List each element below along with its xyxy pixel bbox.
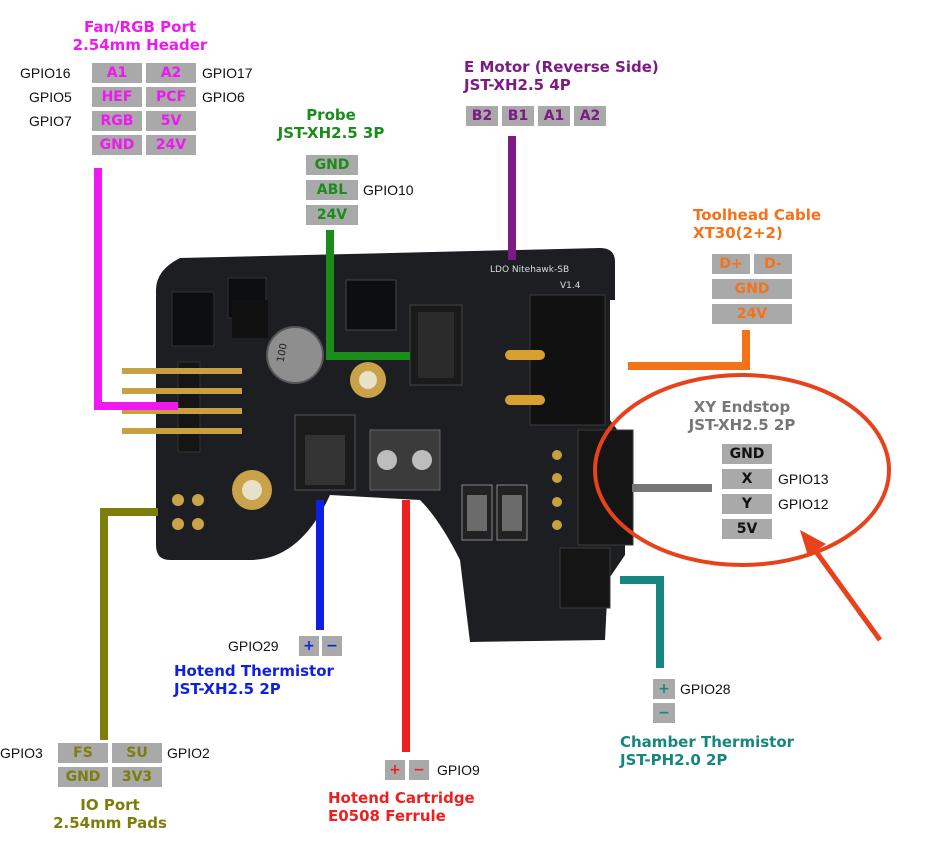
io-pin-gnd: GND <box>58 767 108 787</box>
emotor-title-line2: JST-XH2.5 4P <box>464 76 571 94</box>
cartridge-title: Hotend Cartridge E0508 Ferrule <box>328 789 475 825</box>
endstop-title-line1: XY Endstop <box>693 398 791 416</box>
endstop-highlight-ellipse <box>593 373 891 567</box>
io-gpio-right: GPIO2 <box>167 745 210 761</box>
io-pin-fs: FS <box>58 743 108 763</box>
emotor-title-line1: E Motor (Reverse Side) <box>464 58 659 76</box>
probe-title-line2: JST-XH2.5 3P <box>277 124 385 142</box>
toolhead-title-line1: Toolhead Cable <box>693 206 822 224</box>
toolhead-pin-dminus: D- <box>754 254 792 274</box>
fan-pin-rgb: RGB <box>92 111 142 131</box>
board-name-silk: LDO Nitehawk-SB <box>490 265 569 275</box>
toolhead-title: Toolhead Cable XT30(2+2) <box>693 206 821 242</box>
endstop-title-line2: JST-XH2.5 2P <box>688 416 796 434</box>
endstop-pin-y: Y <box>722 494 772 514</box>
cartridge-gpio: GPIO9 <box>437 762 480 778</box>
fan-pin-pcf: PCF <box>146 87 196 107</box>
board-version-silk: V1.4 <box>560 281 581 291</box>
fan-wire <box>94 168 178 410</box>
io-port-title: IO Port 2.54mm Pads <box>10 796 210 832</box>
io-port-title-line2: 2.54mm Pads <box>53 814 167 832</box>
chamber-pin-minus: − <box>653 703 675 723</box>
chamber-title-line2: JST-PH2.0 2P <box>620 751 728 769</box>
emotor-pin-b1: B1 <box>502 106 534 126</box>
endstop-title: XY Endstop JST-XH2.5 2P <box>652 398 832 434</box>
hotend-therm-pin-minus: − <box>322 636 342 656</box>
fan-pin-hef: HEF <box>92 87 142 107</box>
endstop-pin-5v: 5V <box>722 519 772 539</box>
fan-gpio-rgb: GPIO7 <box>29 113 72 129</box>
chip-u2 <box>171 291 215 347</box>
mcu-chip <box>345 279 397 331</box>
probe-pin-24v: 24V <box>306 205 358 225</box>
io-wire <box>100 508 158 740</box>
io-pads <box>172 494 204 530</box>
emotor-pin-b2: B2 <box>466 106 498 126</box>
io-pin-3v3: 3V3 <box>112 767 162 787</box>
fan-pin-24v: 24V <box>146 135 196 155</box>
endstop-gpio-x: GPIO13 <box>778 471 829 487</box>
fan-gpio-a2: GPIO17 <box>202 65 253 81</box>
toolhead-pin-gnd: GND <box>712 279 792 299</box>
xt30-connector <box>529 294 606 426</box>
probe-title-line1: Probe <box>306 106 356 124</box>
fan-pin-a2: A2 <box>146 63 196 83</box>
fan-port-title-line1: Fan/RGB Port <box>83 18 197 36</box>
fan-header <box>177 361 201 453</box>
toolhead-title-line2: XT30(2+2) <box>693 224 783 242</box>
endstop-pin-gnd: GND <box>722 444 772 464</box>
hotend-therm-title-line2: JST-XH2.5 2P <box>174 680 281 698</box>
chamber-pin-plus: + <box>653 679 675 699</box>
annotation-arrow-head <box>800 530 826 556</box>
chamber-title-line1: Chamber Thermistor <box>620 733 795 751</box>
emotor-pin-a2: A2 <box>574 106 606 126</box>
fan-pin-gnd: GND <box>92 135 142 155</box>
io-pin-su: SU <box>112 743 162 763</box>
probe-gpio: GPIO10 <box>363 182 414 198</box>
fan-gpio-hef: GPIO5 <box>29 89 72 105</box>
toolhead-pin-dplus: D+ <box>712 254 750 274</box>
toolhead-pin-24v: 24V <box>712 304 792 324</box>
endstop-pin-x: X <box>722 469 772 489</box>
cartridge-title-line2: E0508 Ferrule <box>328 807 446 825</box>
toolhead-wire <box>628 330 750 370</box>
cartridge-pin-plus: + <box>385 760 405 780</box>
fan-gpio-pcf: GPIO6 <box>202 89 245 105</box>
annotation-arrow-line <box>809 544 883 642</box>
probe-pin-abl: ABL <box>306 180 358 200</box>
fan-pin-5v: 5V <box>146 111 196 131</box>
fan-port-title-line2: 2.54mm Header <box>72 36 208 54</box>
probe-pin-gnd: GND <box>306 155 358 175</box>
electrolytic-capacitor <box>266 326 324 384</box>
fan-pin-a1: A1 <box>92 63 142 83</box>
svg-text:100: 100 <box>276 342 290 363</box>
emotor-title: E Motor (Reverse Side) JST-XH2.5 4P <box>464 58 659 94</box>
chamber-connector <box>559 547 611 609</box>
chamber-gpio: GPIO28 <box>680 681 731 697</box>
hotend-therm-pin-plus: + <box>299 636 319 656</box>
hotend-therm-title: Hotend Thermistor JST-XH2.5 2P <box>174 662 334 698</box>
emotor-pin-a1: A1 <box>538 106 570 126</box>
chamber-title: Chamber Thermistor JST-PH2.0 2P <box>620 733 794 769</box>
chip-u5 <box>232 300 268 338</box>
chamber-wire <box>620 576 664 668</box>
probe-wire <box>326 230 410 360</box>
endstop-gpio-y: GPIO12 <box>778 496 829 512</box>
fan-header-pins <box>122 368 242 434</box>
fan-gpio-a1: GPIO16 <box>20 65 71 81</box>
cartridge-pin-minus: − <box>409 760 429 780</box>
cartridge-title-line1: Hotend Cartridge <box>328 789 475 807</box>
hotend-therm-gpio: GPIO29 <box>228 638 279 654</box>
fan-port-title: Fan/RGB Port 2.54mm Header <box>40 18 240 54</box>
hotend-therm-title-line1: Hotend Thermistor <box>174 662 334 680</box>
io-port-title-line1: IO Port <box>80 796 140 814</box>
io-gpio-left: GPIO3 <box>0 745 43 761</box>
probe-title: Probe JST-XH2.5 3P <box>256 106 406 142</box>
